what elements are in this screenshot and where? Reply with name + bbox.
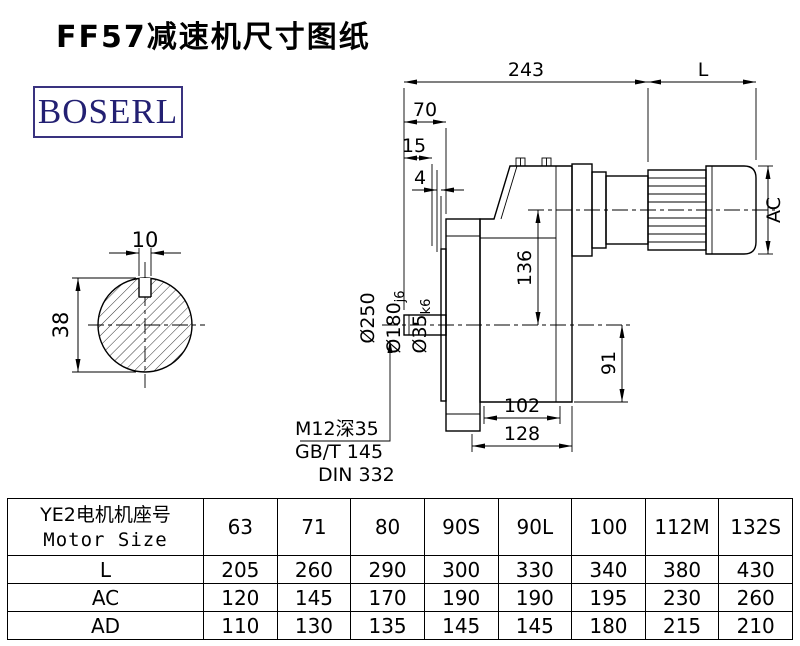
table-cell: 430 <box>718 555 793 584</box>
dim-102-label: 102 <box>504 395 540 417</box>
size-col-header: 71 <box>276 498 352 556</box>
table-cell: 205 <box>203 555 278 584</box>
table-cell: 110 <box>203 611 278 640</box>
note-tap-label: M12深35 <box>295 418 379 440</box>
dim-4: 4 <box>412 167 464 252</box>
size-col-header: 100 <box>571 498 646 556</box>
brand-logo-box: BOSERL <box>33 86 183 138</box>
table-cell: 190 <box>497 583 573 612</box>
dim-243-label: 243 <box>508 59 544 81</box>
note-din-standard: DIN 332 <box>318 464 395 486</box>
dim-motor-length: L <box>648 59 757 160</box>
dim-136-label: 136 <box>514 250 536 286</box>
size-col-header: 63 <box>203 498 278 556</box>
dia-250-label: Ø250 <box>357 292 379 343</box>
dim-4-label: 4 <box>414 167 426 189</box>
size-col-header: 132S <box>718 498 793 556</box>
dim-10-label: 10 <box>132 228 159 252</box>
table-row-L: L 205 260 290 300 330 340 380 430 <box>7 555 793 584</box>
dim-128: 128 <box>471 406 573 452</box>
header-label-cn: YE2电机机座号 <box>40 504 171 526</box>
table-cell: 380 <box>644 555 720 584</box>
dim-128-label: 128 <box>504 423 540 445</box>
table-row-AD: AD 110 130 135 145 145 180 215 210 <box>7 611 793 640</box>
dia-180-label: Ø180j6 <box>383 290 408 353</box>
row-label: L <box>7 555 204 584</box>
size-col-header: 112M <box>644 498 720 556</box>
row-label: AC <box>7 583 204 612</box>
motor-size-table: YE2电机机座号 Motor Size 63 71 80 90S 90L 100… <box>7 498 793 640</box>
dim-91: 91 <box>574 325 628 403</box>
tap-hole-note: M12深35 GB/T 145 DIN 332 <box>295 340 395 486</box>
fan-cowl <box>705 165 757 255</box>
dim-total-length: 243 <box>403 59 649 310</box>
shaft-end-view: 10 38 <box>49 228 205 388</box>
dia-35-label: Ø35k6 <box>409 299 434 354</box>
table-cell: 210 <box>718 611 793 640</box>
dim-38-label: 38 <box>49 312 73 339</box>
main-view: 243 L 70 15 4 136 <box>295 59 785 486</box>
table-cell: 215 <box>644 611 720 640</box>
motor <box>571 163 757 257</box>
note-gb-standard: GB/T 145 <box>295 441 383 463</box>
table-cell: 340 <box>571 555 646 584</box>
table-cell: 260 <box>276 555 352 584</box>
dim-15-label: 15 <box>402 135 426 157</box>
keyway-slot <box>139 278 151 297</box>
table-cell: 290 <box>350 555 425 584</box>
dim-91-label: 91 <box>598 351 620 375</box>
size-col-header: 90S <box>423 498 499 556</box>
table-cell: 120 <box>203 583 278 612</box>
table-cell: 135 <box>350 611 425 640</box>
brand-logo-text: BOSERL <box>37 92 179 131</box>
table-cell: 230 <box>644 583 720 612</box>
dim-axis-distance: 136 <box>514 210 541 325</box>
motor-cooling-fins <box>648 177 706 243</box>
header-label-en: Motor Size <box>43 529 168 551</box>
row-label: AD <box>7 611 204 640</box>
table-cell: 130 <box>276 611 352 640</box>
dim-AC-label: AC <box>763 197 785 223</box>
table-cell: 260 <box>718 583 793 612</box>
dim-102: 102 <box>483 395 561 424</box>
size-col-header: 80 <box>350 498 425 556</box>
table-cell: 170 <box>350 583 425 612</box>
dim-shaft-length: 70 <box>404 99 447 214</box>
table-row-AC: AC 120 145 170 190 190 195 230 260 <box>7 583 793 612</box>
table-cell: 330 <box>497 555 573 584</box>
table-cell: 300 <box>423 555 499 584</box>
table-header-row: YE2电机机座号 Motor Size 63 71 80 90S 90L 100… <box>7 498 793 556</box>
dim-L-label: L <box>698 59 709 81</box>
table-cell: 190 <box>423 583 499 612</box>
dim-70-label: 70 <box>413 99 437 121</box>
dim-15: 15 <box>402 135 433 246</box>
page-title: FF57减速机尺寸图纸 <box>56 20 371 55</box>
dim-motor-diameter: AC <box>758 165 785 255</box>
table-cell: 145 <box>276 583 352 612</box>
dim-key-depth: 38 <box>49 277 136 373</box>
size-col-header: 90L <box>497 498 573 556</box>
motor-size-header-cell: YE2电机机座号 Motor Size <box>7 498 204 556</box>
table-cell: 145 <box>423 611 499 640</box>
table-cell: 195 <box>571 583 646 612</box>
table-cell: 145 <box>497 611 573 640</box>
technical-drawing: 10 38 <box>49 59 785 486</box>
dim-key-width: 10 <box>109 228 181 276</box>
table-cell: 180 <box>571 611 646 640</box>
diameter-labels: Ø250 Ø180j6 Ø35k6 <box>357 290 434 353</box>
